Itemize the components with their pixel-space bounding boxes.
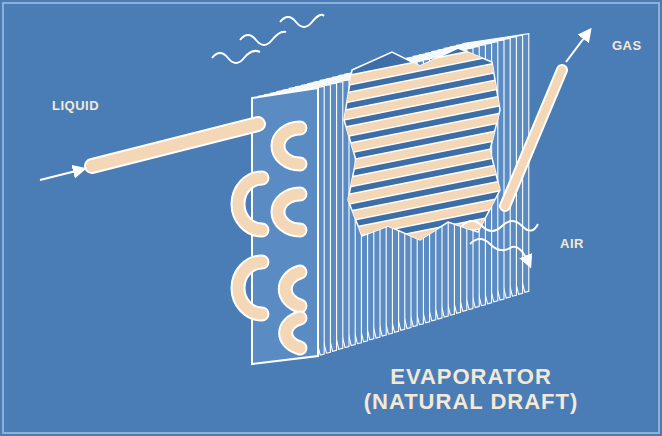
- tube: [330, 65, 510, 101]
- fin-stack: [258, 34, 529, 356]
- air-waves: [212, 15, 538, 266]
- inlet-pipe: [92, 124, 258, 166]
- flow-label: AIR: [560, 236, 584, 251]
- inlet-pipe: [92, 124, 258, 166]
- tube: [330, 48, 510, 84]
- tube: [330, 218, 510, 254]
- outlet-pipe: [505, 70, 562, 206]
- tube: [330, 201, 510, 237]
- outlet-pipe: [505, 70, 562, 206]
- diagram-title: EVAPORATOR (NATURAL DRAFT): [355, 364, 587, 415]
- internal-tubes: [330, 48, 510, 254]
- tube: [330, 116, 510, 152]
- flow-arrow: [566, 30, 590, 62]
- return-bends: [238, 128, 300, 348]
- tube: [330, 218, 510, 254]
- tube: [330, 82, 510, 118]
- tube: [330, 150, 510, 186]
- tube: [330, 133, 510, 169]
- flow-arrow: [40, 169, 84, 180]
- flow-label: LIQUID: [52, 98, 99, 113]
- frame: [3, 3, 659, 433]
- flow-label: GAS: [612, 38, 642, 53]
- tube: [330, 167, 510, 203]
- tube: [330, 184, 510, 220]
- tube: [330, 99, 510, 135]
